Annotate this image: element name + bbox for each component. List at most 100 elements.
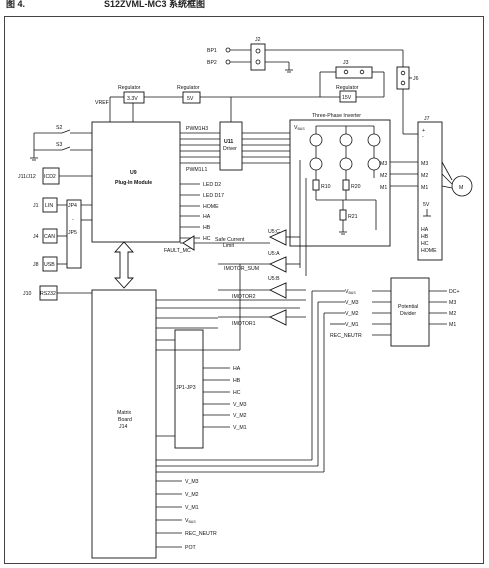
inverter-title: Three-Phase Inverter: [312, 113, 361, 119]
usb-label: USB: [44, 262, 55, 268]
jp-vm2: V_M2: [233, 413, 247, 419]
u5c-amp: [268, 229, 287, 246]
reg-15v-title: Regulator: [336, 85, 359, 91]
bp2-label: BP2: [207, 60, 217, 66]
j3-label: J3: [343, 60, 349, 66]
r10-label: R10: [321, 184, 331, 190]
icd2-label: ICD2: [44, 174, 56, 180]
reg-5v-title: Regulator: [177, 85, 200, 91]
motor-label: M: [459, 185, 463, 191]
divider-label-1: Potential: [398, 304, 418, 310]
div-vm2: V_M2: [345, 311, 359, 317]
j7-m3: M3: [421, 161, 428, 167]
j2-label: J2: [255, 37, 261, 43]
u5b-label: U5:B: [268, 276, 280, 282]
lin-label: LIN: [45, 203, 53, 209]
inv-phase-m2: M2: [380, 173, 387, 179]
jp-ha: HA: [233, 366, 241, 372]
matrix-vm2: V_M2: [185, 492, 199, 498]
figure-header: 图 4. S12ZVML-MC3 系统框图: [0, 0, 489, 16]
j4-label: J4: [33, 234, 39, 240]
s3-label: S3: [56, 142, 62, 148]
bp2-terminal: [225, 59, 231, 65]
matrix-board: [91, 289, 157, 559]
u11-name: U11: [224, 139, 233, 145]
div-m1: M1: [449, 322, 456, 328]
feedback-bus: [156, 264, 345, 473]
u11-label: Driver: [223, 146, 237, 152]
u9-name: U9: [130, 170, 137, 176]
figure-number: 图 4.: [6, 0, 26, 9]
j8-label: J8: [33, 262, 39, 268]
jp1-jp3-label: JP1-JP3: [176, 385, 196, 391]
motor: [451, 175, 473, 197]
j6-label: J6: [413, 76, 419, 82]
can-label: CAN: [44, 234, 55, 240]
safe-limit-label: Limit: [223, 243, 235, 249]
reg-15v-box: [339, 90, 357, 103]
jp4-jp5-block: [66, 199, 82, 269]
potential-divider: [390, 277, 430, 347]
u11-driver: [219, 121, 243, 171]
inv-phase-m3: M3: [380, 161, 387, 167]
matrix-rec-neutr: REC_NEUTR: [185, 531, 217, 537]
shunt-r21: [339, 209, 347, 221]
u9-output-lines: [180, 183, 200, 239]
reg-5v-box: [182, 91, 201, 104]
vref-label: VREF: [95, 100, 109, 106]
u5b-amp: [268, 282, 287, 299]
gate-bus: [242, 132, 290, 164]
fault-mc-label: FAULT_MC: [164, 248, 191, 254]
reg-3v3-box: [123, 91, 145, 104]
inv-phase-m1: M1: [380, 185, 387, 191]
reg-3v3-title: Regulator: [118, 85, 141, 91]
j10-label: J10: [23, 291, 31, 297]
jp5-label: JP5: [68, 230, 77, 236]
s2-label: S2: [56, 125, 62, 131]
j7-connector: [417, 121, 443, 261]
j7-minus: -: [422, 134, 424, 140]
div-rec-neutr: REC_NEUTR: [330, 333, 362, 339]
u9-plug-in-module: [91, 121, 181, 243]
u9-out-hc: HC: [203, 236, 211, 242]
rs232-label: RS232: [40, 291, 56, 297]
r20-label: R20: [351, 184, 361, 190]
div-dc-plus: DC+: [449, 289, 460, 295]
j7-plus: +: [422, 128, 425, 134]
u5a-amp: [268, 256, 287, 273]
u9-label: Plug-In Module: [115, 180, 152, 186]
matrix-vm1: V_M1: [185, 505, 199, 511]
matrix-line2: Board: [118, 417, 132, 423]
j2-connector: [250, 43, 266, 71]
figure-title: S12ZVML-MC3 系统框图: [104, 0, 206, 9]
j7-ha: HA: [421, 227, 429, 233]
matrix-pot: POT: [185, 545, 196, 551]
pwm-high-label: PWM1H3: [186, 126, 208, 132]
u5d-amp: [268, 309, 287, 326]
jp-vm1: V_M1: [233, 425, 247, 431]
imotor-sum-label: IMOTOR_SUM: [224, 266, 259, 272]
shunt-r10: [312, 179, 320, 191]
bp1-terminal: [225, 47, 231, 53]
jp-dash: -: [72, 217, 74, 223]
reg-5v-value: 5V: [187, 96, 194, 102]
shunt-r20: [342, 179, 350, 191]
reg-15v-value: 15V: [342, 95, 352, 101]
j7-5v: 5V: [423, 202, 430, 208]
j1-label: J1: [33, 203, 39, 209]
jp-hb: HB: [233, 378, 241, 384]
j3-connector: [335, 66, 373, 79]
u9-out-led-d2: LED D2: [203, 182, 221, 188]
u9-out-home: HOME: [203, 204, 219, 210]
mosfet-array: [309, 125, 381, 180]
matrix-vm3: V_M3: [185, 479, 199, 485]
matrix-signal-lines: [156, 480, 182, 548]
matrix-line1: Matrix: [117, 410, 132, 416]
r21-label: R21: [348, 214, 358, 220]
bp1-label: BP1: [207, 48, 217, 54]
diagram-frame: [4, 16, 484, 564]
j7-hb: HB: [421, 234, 429, 240]
jp4-label: JP4: [68, 203, 77, 209]
bus-arrow: [113, 241, 135, 289]
